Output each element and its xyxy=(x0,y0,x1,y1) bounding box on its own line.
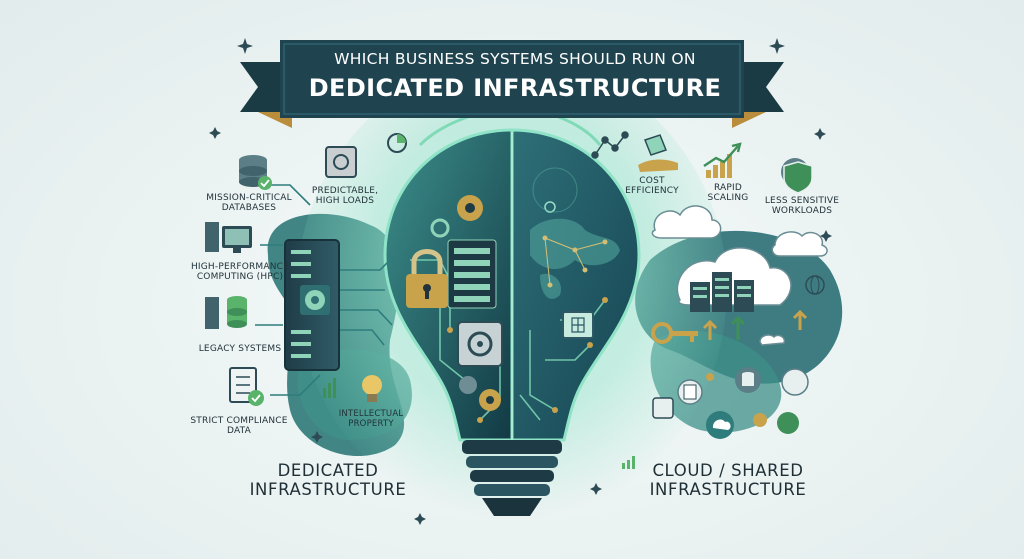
checklist-icon xyxy=(229,367,264,406)
bar-chart-icon xyxy=(622,456,635,469)
label-cost-efficiency: COST EFFICIENCY xyxy=(625,176,679,197)
lightbulb-icon xyxy=(362,375,382,402)
sparkle-icons xyxy=(209,38,832,525)
shield-gear-icon xyxy=(781,158,813,194)
up-arrows-icon xyxy=(702,309,808,340)
world-map-icon xyxy=(530,167,620,299)
label-strict-compliance-data: STRICT COMPLIANCE DATA xyxy=(190,416,288,437)
padlock-icon xyxy=(406,249,448,308)
label-intellectual-property: INTELLECTUAL PROPERTY xyxy=(338,409,404,429)
globe-icon xyxy=(805,275,825,295)
bulb-server-icon xyxy=(447,239,497,309)
label-legacy-systems: LEGACY SYSTEMS xyxy=(198,344,282,354)
heading-cloud-shared-infrastructure: CLOUD / SHARED INFRASTRUCTURE xyxy=(649,461,807,499)
cloud-services-icons xyxy=(652,367,809,439)
server-rack-icon xyxy=(284,239,340,371)
banner-title-line2: DEDICATED INFRASTRUCTURE xyxy=(308,74,722,102)
network-nodes-icon xyxy=(591,131,629,159)
growth-chart-icon xyxy=(703,142,742,178)
key-icon xyxy=(651,322,698,344)
money-hand-icon xyxy=(638,134,678,172)
database-check-icon xyxy=(239,155,272,190)
bar-chart-icon xyxy=(323,378,336,398)
title-banner xyxy=(240,40,784,128)
heading-dedicated-infrastructure: DEDICATED INFRASTRUCTURE xyxy=(249,461,407,499)
monitor-icon xyxy=(562,311,594,339)
label-mission-critical-databases: MISSION-CRITICAL DATABASES xyxy=(206,193,292,214)
vault-icon xyxy=(457,321,503,367)
server-database-icon xyxy=(205,296,247,329)
pie-chart-icon xyxy=(387,133,407,153)
desktop-computer-icon xyxy=(205,222,252,253)
label-predictable-high-loads: PREDICTABLE, HIGH LOADS xyxy=(311,186,379,207)
cloud-server-icon xyxy=(676,247,792,312)
label-hpc: HIGH-PERFORMANCE COMPUTING (HPC) xyxy=(190,262,290,283)
label-less-sensitive-workloads: LESS SENSITIVE WORKLOADS xyxy=(764,196,840,217)
cloud-icon xyxy=(651,205,828,346)
safe-icon xyxy=(325,146,357,178)
label-rapid-scaling: RAPID SCALING xyxy=(707,183,749,204)
banner-title-line1: WHICH BUSINESS SYSTEMS SHOULD RUN ON xyxy=(334,50,696,68)
gear-icon xyxy=(430,195,501,411)
